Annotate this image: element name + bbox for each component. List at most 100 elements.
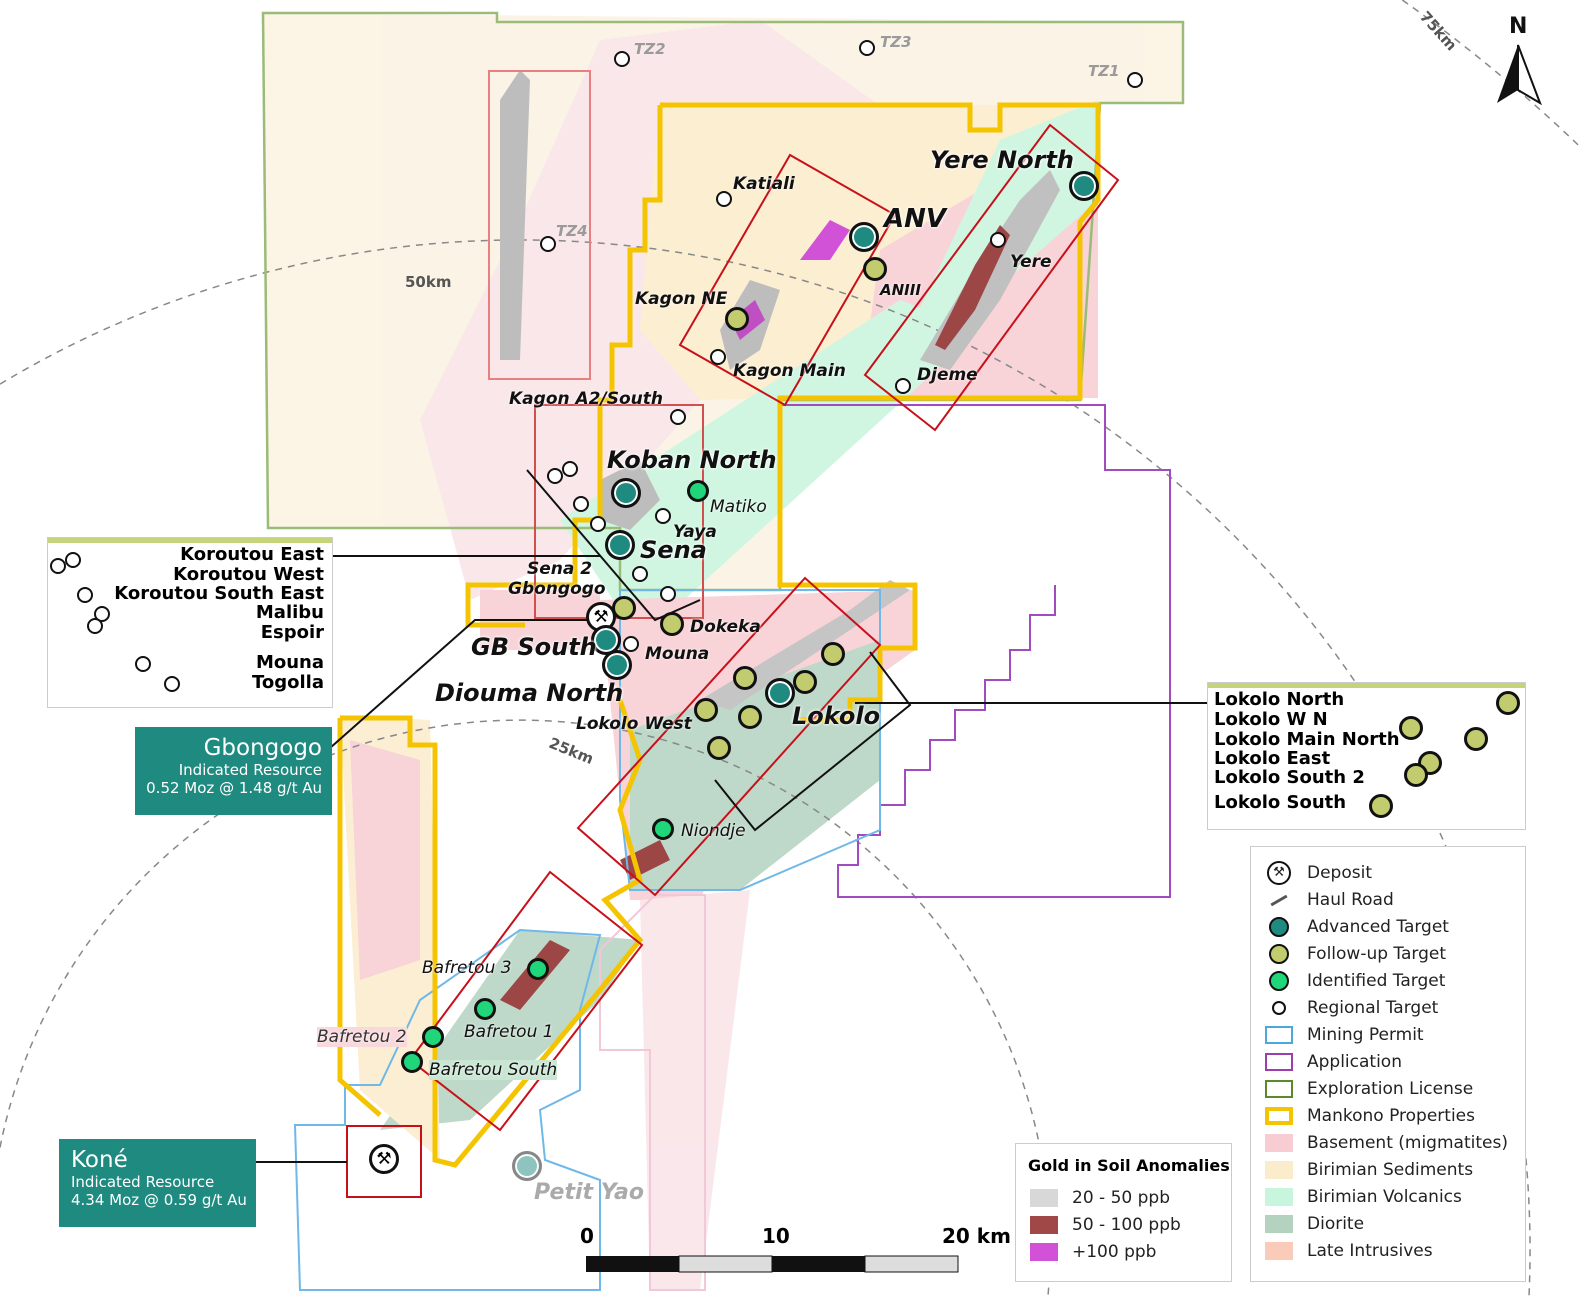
legend-identified: Identified Target <box>1265 969 1445 993</box>
soil-legend-title: Gold in Soil Anomalies <box>1028 1156 1230 1175</box>
label-kagon-main: Kagon Main <box>733 361 846 381</box>
label-petit-yao: Petit Yao <box>534 1180 644 1205</box>
identified-target-marker[interactable] <box>401 1051 423 1073</box>
label-anv: ANV <box>884 204 947 234</box>
legend-mining-permit: Mining Permit <box>1265 1023 1424 1047</box>
label-diouma-north: Diouma North <box>435 679 624 707</box>
label-bafretou-south: Bafretou South <box>429 1060 558 1080</box>
followup-target-marker[interactable] <box>660 612 684 636</box>
regional-target-marker[interactable] <box>716 191 732 207</box>
label-kagon-a2: Kagon A2/South <box>509 389 663 409</box>
regional-target-marker[interactable] <box>655 508 671 524</box>
haul-road-icon <box>1270 894 1288 906</box>
label-kagon-ne: Kagon NE <box>635 289 728 309</box>
followup-target-marker[interactable] <box>707 736 731 760</box>
map-legend: ⚒Deposit Haul Road Advanced Target Follo… <box>1250 846 1526 1282</box>
label-katiali: Katiali <box>733 174 795 194</box>
advanced-target-marker[interactable] <box>765 678 795 708</box>
regional-target-marker[interactable] <box>562 461 578 477</box>
identified-target-marker[interactable] <box>652 818 674 840</box>
identified-target-icon <box>1269 971 1289 991</box>
label-bafretou1: Bafretou 1 <box>464 1022 554 1042</box>
followup-target-marker <box>1496 691 1520 715</box>
advanced-target-icon <box>1269 917 1289 937</box>
advanced-target-marker[interactable] <box>849 222 879 252</box>
regional-target-marker[interactable] <box>710 349 726 365</box>
resource-value: 4.34 Moz @ 0.59 g/t Au <box>71 1191 247 1209</box>
advanced-target-marker[interactable] <box>1069 171 1099 201</box>
followup-target-marker[interactable] <box>738 705 762 729</box>
volcanics-belt <box>560 300 980 640</box>
identified-target-marker[interactable] <box>527 958 549 980</box>
regional-target-marker <box>50 558 66 574</box>
label-gbongogo: Gbongogo <box>508 579 606 599</box>
ring-25km <box>0 719 1051 1298</box>
advanced-target-marker[interactable] <box>611 478 641 508</box>
tz4-label: TZ4 <box>556 222 588 240</box>
callout-item: Koroutou East <box>180 544 324 565</box>
legend-sediments: Birimian Sediments <box>1265 1158 1473 1182</box>
followup-target-marker[interactable] <box>733 666 757 690</box>
regional-target-marker[interactable] <box>547 468 563 484</box>
diorite-center <box>630 640 880 890</box>
callout-item: Lokolo South 2 <box>1214 767 1365 788</box>
followup-target-marker[interactable] <box>725 307 749 331</box>
kone-deposit-icon[interactable]: ⚒ <box>369 1144 399 1174</box>
followup-target-marker <box>1369 794 1393 818</box>
regional-target-marker[interactable] <box>614 51 630 67</box>
identified-target-marker[interactable] <box>474 998 496 1020</box>
regional-target-marker[interactable] <box>623 636 639 652</box>
petit-yao-marker[interactable] <box>512 1151 542 1181</box>
identified-target-marker[interactable] <box>687 480 709 502</box>
label-lokolo-west: Lokolo West <box>576 714 692 734</box>
followup-target-marker[interactable] <box>694 698 718 722</box>
identified-target-marker[interactable] <box>422 1026 444 1048</box>
volcanics-ne <box>900 100 1098 350</box>
label-gb-south: GB South <box>471 633 597 661</box>
legend-mankono: Mankono Properties <box>1265 1104 1475 1128</box>
label-sena2: Sena 2 <box>527 559 593 579</box>
followup-target-marker[interactable] <box>863 257 887 281</box>
regional-target-marker[interactable] <box>670 409 686 425</box>
regional-target-marker[interactable] <box>895 378 911 394</box>
label-niondje: Niondje <box>681 821 746 841</box>
legend-volcanics: Birimian Volcanics <box>1265 1185 1462 1209</box>
scale-bar <box>586 1255 959 1273</box>
followup-target-marker <box>1399 716 1423 740</box>
resource-type: Indicated Resource <box>71 1173 215 1191</box>
gbongogo-resource-box: Gbongogo Indicated Resource 0.52 Moz @ 1… <box>135 727 332 815</box>
tz3-label: TZ3 <box>880 33 912 51</box>
advanced-target-marker[interactable] <box>605 530 635 560</box>
scale-tick-20: 20 km <box>942 1224 1011 1248</box>
label-yere-north: Yere North <box>930 146 1074 174</box>
label-yere: Yere <box>1010 252 1052 272</box>
resource-type: Indicated Resource <box>178 761 322 779</box>
legend-followup: Follow-up Target <box>1265 942 1446 966</box>
regional-target-marker[interactable] <box>660 586 676 602</box>
callout-item: Lokolo North <box>1214 689 1345 710</box>
mining-permit-outlines <box>293 589 881 1291</box>
label-bafretou3: Bafretou 3 <box>422 958 512 978</box>
advanced-target-marker[interactable] <box>602 650 632 680</box>
regional-target-marker[interactable] <box>632 566 648 582</box>
legend-haul-road: Haul Road <box>1265 888 1394 912</box>
callout-item: Mouna <box>255 652 324 673</box>
label-lokolo: Lokolo <box>792 702 881 730</box>
followup-target-marker[interactable] <box>821 642 845 666</box>
regional-target-marker[interactable] <box>1127 72 1143 88</box>
callout-item: Lokolo South <box>1214 792 1347 813</box>
regional-target-marker[interactable] <box>859 40 875 56</box>
followup-target-marker[interactable] <box>793 670 817 694</box>
callout-item: Lokolo East <box>1214 748 1331 769</box>
regional-target-marker[interactable] <box>540 236 556 252</box>
kone-resource-box: Koné Indicated Resource 4.34 Moz @ 0.59 … <box>59 1139 256 1227</box>
regional-target-marker[interactable] <box>990 232 1006 248</box>
regional-target-marker[interactable] <box>590 516 606 532</box>
followup-target-marker <box>1404 763 1428 787</box>
regional-target-marker[interactable] <box>573 496 589 512</box>
followup-target-marker <box>1464 727 1488 751</box>
regional-target-marker <box>77 587 93 603</box>
callout-item: Togolla <box>252 672 324 693</box>
regional-target-marker <box>164 676 180 692</box>
